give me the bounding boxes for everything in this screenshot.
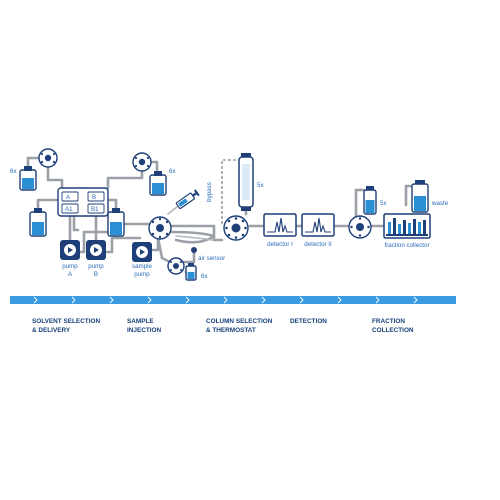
solvent-bottle-mid-right [107,208,125,237]
pump-a-label-1: pump [62,263,78,270]
collector-bottle-count: 5x [380,200,387,207]
syringe-icon [175,189,200,210]
sample-pump-label-1: sample [132,263,153,270]
injection-valve [148,216,172,240]
detector-1-label: detector I [267,241,293,248]
solvent-bottle-mid-left [29,208,47,237]
pump-b [86,240,106,260]
detector-1 [263,213,297,237]
fraction-collector [383,213,431,239]
sample-bottle [185,263,197,281]
pump-b-label-1: pump [88,263,104,270]
stage-2-line-1: SAMPLE [127,318,154,325]
sample-pump [132,242,152,262]
solvent-valve-right [132,152,152,172]
fraction-collector-label: fraction collector [384,242,429,249]
mixer-label-b1: B1 [91,206,99,213]
stage-3-line-2: & THERMOSTAT [206,327,256,334]
mixer-label-a: A [66,194,71,201]
mixer-label-b: B [92,194,96,201]
stage-1-line-1: SOLVENT SELECTION [32,318,100,325]
pump-a [60,240,80,260]
stage-1-line-2: & DELIVERY [32,327,71,334]
sample-pump-label-2: pump [134,271,150,278]
waste-label: waste [431,200,449,207]
workflow-timeline [10,296,456,304]
detector-2-label: detector II [304,241,332,248]
column-count-label: 5x [257,182,264,189]
sample-bottle-count: 6x [201,273,208,280]
stage-2-line-2: INJECTION [127,327,161,334]
mixer-label-a1: A1 [65,206,73,213]
detector-2 [301,213,335,237]
pump-a-label-2: A [68,271,73,278]
gradient-mixer [57,187,109,217]
stage-5-line-1: FRACTION [372,318,405,325]
stage-4-line-1: DETECTION [290,318,327,325]
bypass-label: bypass [206,182,213,202]
pump-b-label-2: B [94,271,98,278]
stage-5-line-2: COLLECTION [372,327,414,334]
column-selection-valve [223,215,249,241]
bottle-count-left: 6x [10,168,17,175]
collector-bottle [363,186,377,215]
air-sensor-icon [191,247,197,253]
solvent-bottle-top-left [19,166,37,191]
waste-bottle [411,180,429,213]
chromatography-column [238,153,254,211]
stage-3-line-1: COLUMN SELECTION [206,318,273,325]
air-sensor-label: air sensor [198,255,225,262]
sample-selection-valve [167,257,185,275]
bottle-count-right: 6x [169,168,176,175]
solvent-bottle-top-right [149,171,167,196]
solvent-valve-left [38,148,58,168]
outlet-valve [348,215,372,239]
